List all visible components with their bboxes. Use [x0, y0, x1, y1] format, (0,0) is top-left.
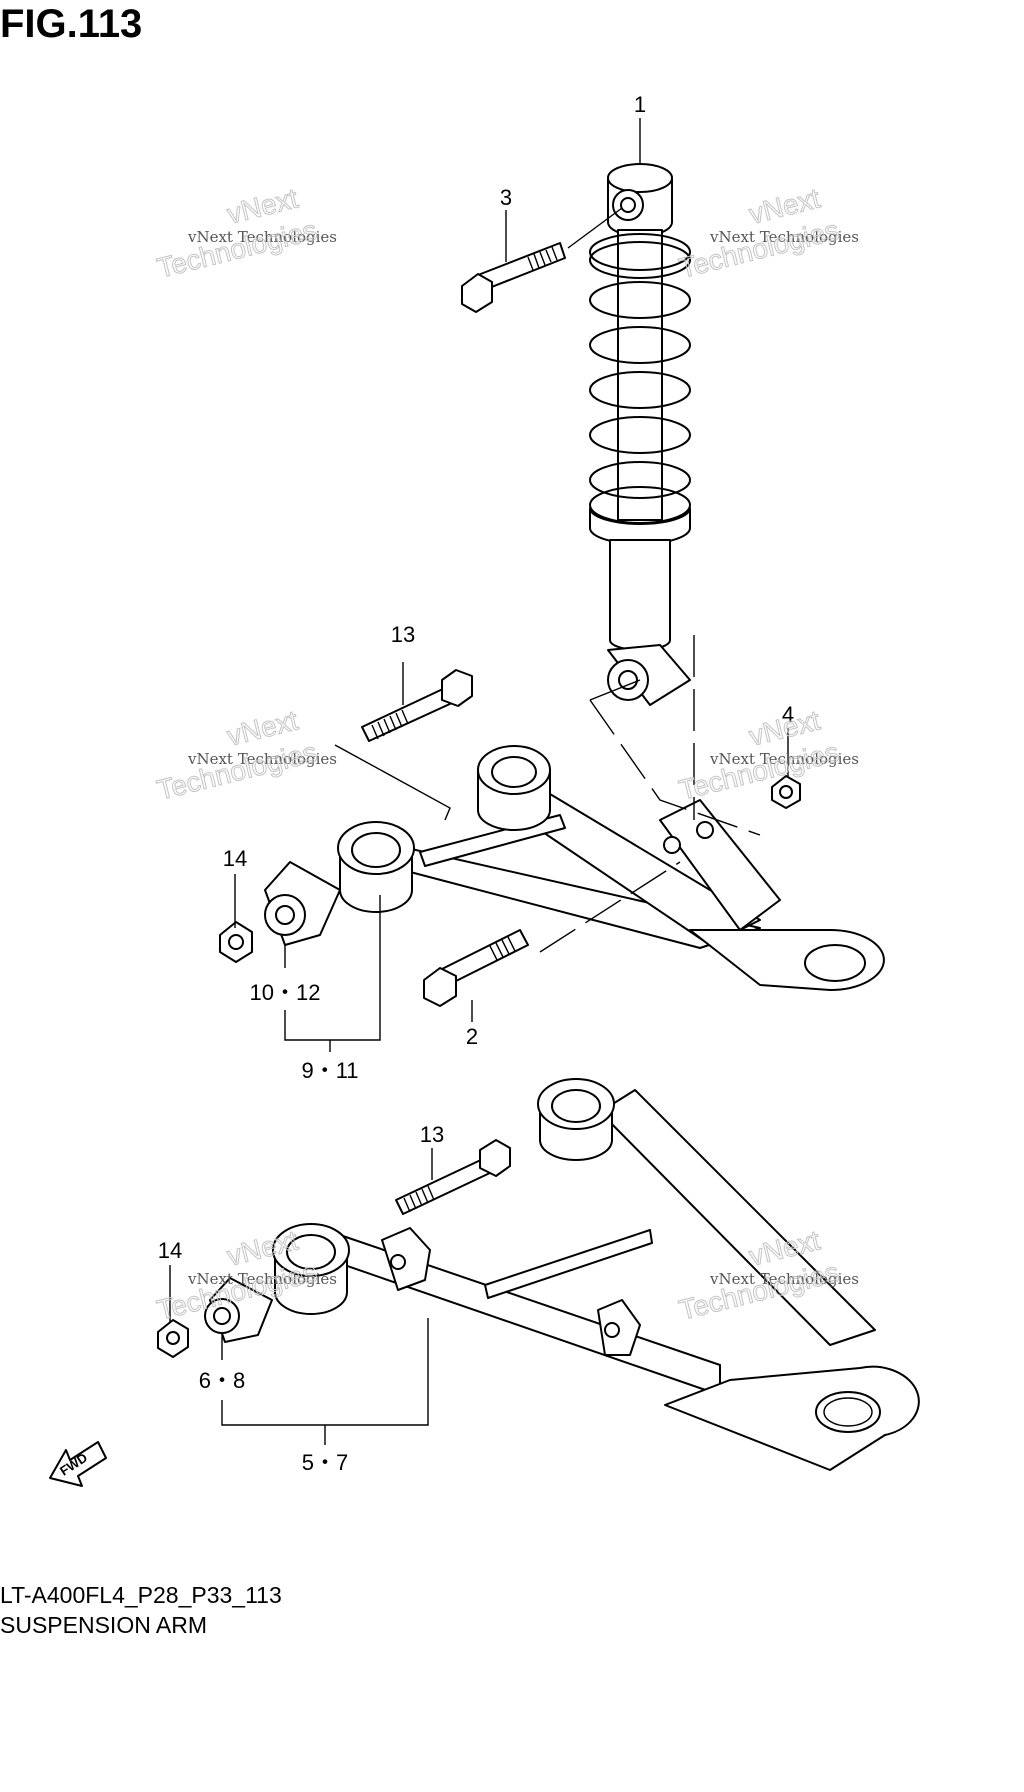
- callout-lower-arm-assy: 5・7: [302, 1450, 348, 1475]
- figure-title: FIG.113: [0, 2, 143, 46]
- callout-upper-arm-nut: 14: [223, 846, 247, 871]
- callout-lower-arm-bolt: 13: [420, 1122, 444, 1147]
- watermark: vNext vNext Technologies Technologies vN…: [153, 182, 859, 1326]
- fwd-arrow-icon: FWD: [49, 1441, 107, 1487]
- lower-arm-nut: [157, 1319, 189, 1358]
- lower-arm-bushing: [204, 1277, 273, 1343]
- model-code: LT-A400FL4_P28_P33_113: [0, 1582, 282, 1608]
- callout-upper-arm-bolt: 13: [391, 622, 415, 647]
- shock-upper-bolt: [461, 242, 566, 313]
- watermark-line-full: vNext Technologies: [709, 228, 859, 246]
- leader-lines: [169, 118, 789, 1445]
- callout-upper-arm-assy: 9・11: [301, 1058, 358, 1083]
- callout-shock-lower-bolt: 2: [466, 1024, 478, 1049]
- upper-arm: [337, 745, 885, 991]
- callout-shock-absorber: 1: [634, 92, 646, 117]
- upper-arm-nut: [219, 921, 253, 963]
- watermark-line-full: vNext Technologies: [709, 750, 859, 768]
- upper-arm-bolt: [361, 669, 473, 742]
- shock-nut: [771, 775, 801, 809]
- callout-upper-arm-bushing: 10・12: [250, 980, 321, 1005]
- upper-arm-bushing: [264, 861, 341, 946]
- watermark-line-full: vNext Technologies: [187, 228, 337, 246]
- watermark-line-full: vNext Technologies: [709, 1270, 859, 1288]
- callout-shock-nut: 4: [782, 702, 794, 727]
- shock-lower-bolt: [423, 929, 529, 1007]
- callout-lower-arm-nut: 14: [158, 1238, 182, 1263]
- lower-arm: [272, 1078, 920, 1471]
- lower-arm-bolt: [395, 1139, 511, 1215]
- callout-shock-upper-bolt: 3: [500, 185, 512, 210]
- callout-lower-arm-bushing: 6・8: [199, 1368, 245, 1393]
- shock-absorber: [589, 163, 691, 706]
- watermark-line-full: vNext Technologies: [187, 1270, 337, 1288]
- watermark-line-full: vNext Technologies: [187, 750, 337, 768]
- section-name: SUSPENSION ARM: [0, 1612, 208, 1638]
